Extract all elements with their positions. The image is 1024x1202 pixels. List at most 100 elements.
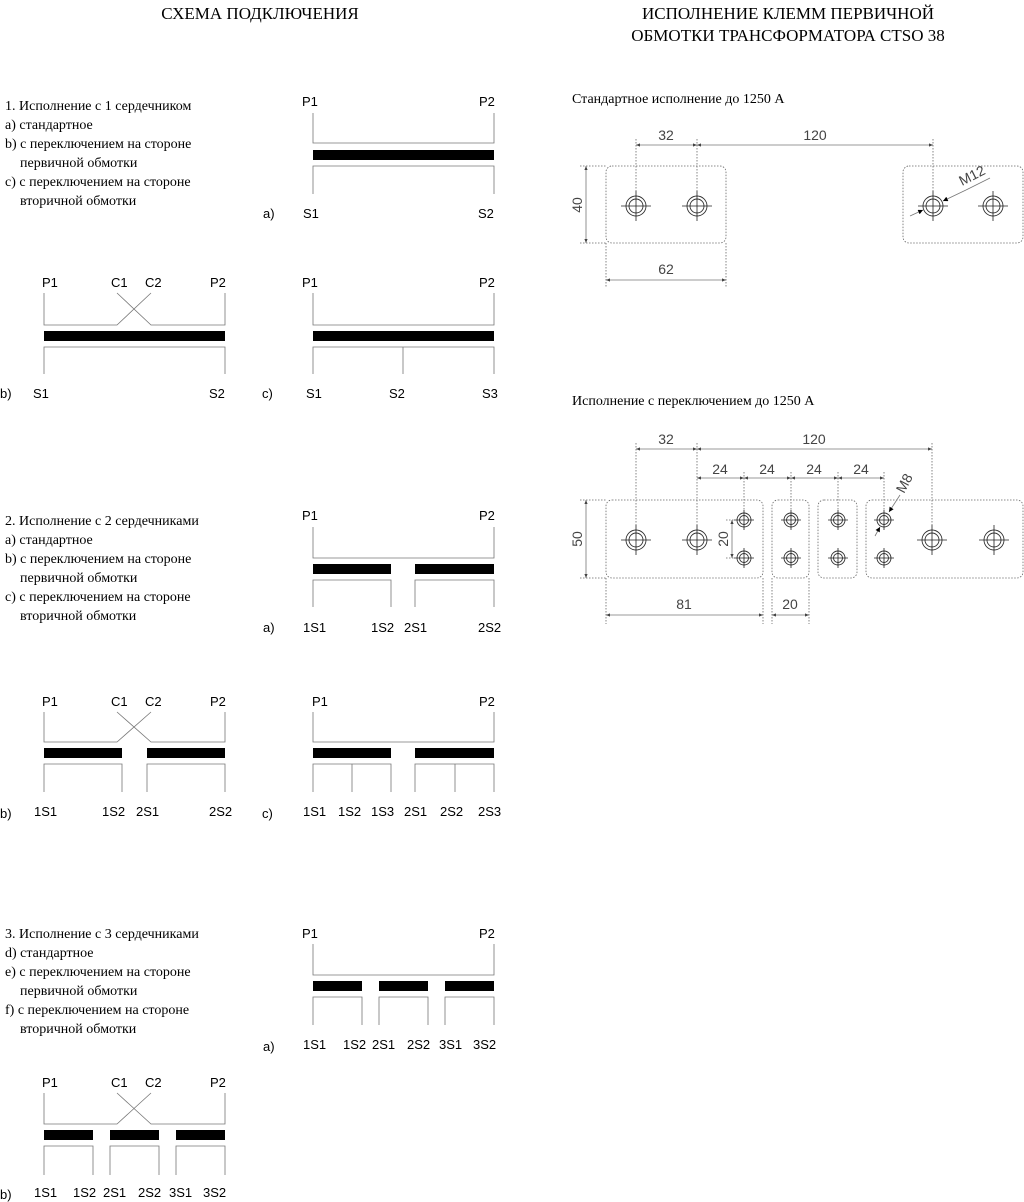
variant-label: a) <box>263 1039 275 1054</box>
terminal-label: 1S1 <box>303 804 326 819</box>
core-bar <box>313 564 391 574</box>
terminal-label: P2 <box>479 694 495 709</box>
right-title-line-1: ИСПОЛНЕНИЕ КЛЕММ ПЕРВИЧНОЙ <box>642 4 934 23</box>
section-1-option-b-cont: первичной обмотки <box>20 156 138 171</box>
variant-label: c) <box>262 806 273 821</box>
section-3-option-f-cont: вторичной обмотки <box>20 1022 137 1037</box>
bolt-hole <box>682 191 712 221</box>
bolt-hole <box>682 525 712 555</box>
section-1-option-c-cont: вторичной обмотки <box>20 194 137 209</box>
terminal-label: P1 <box>302 275 318 290</box>
bolt-hole <box>917 525 947 555</box>
terminal-label: P1 <box>42 694 58 709</box>
section-2-option-c: c) с переключением на стороне <box>5 590 191 605</box>
core-bar <box>44 331 225 341</box>
dim-24: 24 <box>712 461 728 477</box>
core-bar <box>313 748 391 758</box>
terminal-label: 1S3 <box>371 804 394 819</box>
variant-label: b) <box>0 1187 12 1202</box>
terminal-label: P1 <box>302 508 318 523</box>
dim-120: 120 <box>803 127 827 143</box>
terminal-label: 3S1 <box>439 1037 462 1052</box>
terminal-label: 2S2 <box>209 804 232 819</box>
core-bar <box>313 150 494 160</box>
terminal-label: C2 <box>145 1075 162 1090</box>
dim-81: 81 <box>676 596 692 612</box>
terminal-label: 1S1 <box>34 804 57 819</box>
standard-caption: Стандартное исполнение до 1250 A <box>572 92 785 107</box>
dim-24: 24 <box>806 461 822 477</box>
switching-caption: Исполнение с переключением до 1250 A <box>572 394 815 409</box>
dim-62: 62 <box>658 261 674 277</box>
left-title: СХЕМА ПОДКЛЮЧЕНИЯ <box>161 4 359 23</box>
terminal-label: S2 <box>478 206 494 221</box>
right-title-line-2: ОБМОТКИ ТРАНСФОРМАТОРА CTSO 38 <box>631 26 944 45</box>
section-1-option-a: a) стандартное <box>5 118 93 133</box>
terminal-label: P2 <box>210 275 226 290</box>
core-bar <box>415 564 494 574</box>
section-1-option-c: c) с переключением на стороне <box>5 175 191 190</box>
core-bar <box>147 748 225 758</box>
terminal-label: P2 <box>479 275 495 290</box>
terminal-label: P2 <box>210 1075 226 1090</box>
core-bar <box>445 981 494 991</box>
bolt-hole <box>621 191 651 221</box>
core-bar <box>110 1130 159 1140</box>
section-2-option-c-cont: вторичной обмотки <box>20 609 137 624</box>
terminal-label: 2S1 <box>372 1037 395 1052</box>
terminal-plate <box>605 499 764 579</box>
dim-120: 120 <box>802 431 826 447</box>
terminal-label: 2S1 <box>103 1185 126 1200</box>
dim-50: 50 <box>569 531 585 547</box>
terminal-label: 2S2 <box>138 1185 161 1200</box>
terminal-label: S1 <box>33 386 49 401</box>
scheme-2b: P1 C1 C2 P2 b) 1S1 1S2 2S1 2S2 <box>0 694 232 821</box>
dim-32: 32 <box>658 431 674 447</box>
terminal-label: C1 <box>111 694 128 709</box>
terminal-label: 3S1 <box>169 1185 192 1200</box>
section-2-description: 2. Исполнение с 2 сердечниками a) станда… <box>5 514 199 624</box>
terminal-plate <box>865 499 1024 579</box>
core-bar <box>176 1130 225 1140</box>
small-bolt-hole <box>828 510 848 568</box>
terminal-label: S3 <box>482 386 498 401</box>
terminal-label: 1S2 <box>338 804 361 819</box>
terminal-label: S1 <box>303 206 319 221</box>
variant-label: c) <box>262 386 273 401</box>
terminal-label: 2S1 <box>404 804 427 819</box>
section-3-option-d: d) стандартное <box>5 946 94 961</box>
terminal-label: P1 <box>42 275 58 290</box>
terminal-label: 1S2 <box>73 1185 96 1200</box>
bolt-hole <box>979 525 1009 555</box>
terminal-label: P2 <box>479 94 495 109</box>
terminal-switching-drawing: Исполнение с переключением до 1250 A <box>569 394 1024 624</box>
terminal-label: C1 <box>111 275 128 290</box>
dim-20-bottom: 20 <box>782 596 798 612</box>
section-1-option-b: b) с переключением на стороне <box>5 137 191 152</box>
scheme-1a: P1 P2 a) S1 S2 <box>263 94 495 221</box>
terminal-label: 1S2 <box>102 804 125 819</box>
terminal-plate <box>902 165 1024 244</box>
bolt-hole <box>621 525 651 555</box>
terminal-label: P2 <box>210 694 226 709</box>
terminal-label: C1 <box>111 1075 128 1090</box>
section-3-option-e: e) с переключением на стороне <box>5 965 191 980</box>
terminal-plate <box>605 165 727 244</box>
terminal-label: C2 <box>145 275 162 290</box>
section-1-description: 1. Исполнение с 1 сердечником a) стандар… <box>5 99 191 209</box>
terminal-label: 1S1 <box>303 620 326 635</box>
terminal-label: 2S1 <box>404 620 427 635</box>
scheme-1b: P1 C1 C2 P2 b) S1 S2 <box>0 275 226 401</box>
terminal-label: 2S2 <box>407 1037 430 1052</box>
variant-label: a) <box>263 620 275 635</box>
terminal-label: 1S2 <box>371 620 394 635</box>
terminal-label: P2 <box>479 926 495 941</box>
section-3-title: 3. Исполнение с 3 сердечниками <box>5 927 199 942</box>
terminal-label: 1S1 <box>34 1185 57 1200</box>
thread-m8: M8 <box>893 471 916 496</box>
bolt-hole <box>978 191 1008 221</box>
variant-label: b) <box>0 806 12 821</box>
terminal-label: 1S1 <box>303 1037 326 1052</box>
terminal-label: 2S1 <box>136 804 159 819</box>
